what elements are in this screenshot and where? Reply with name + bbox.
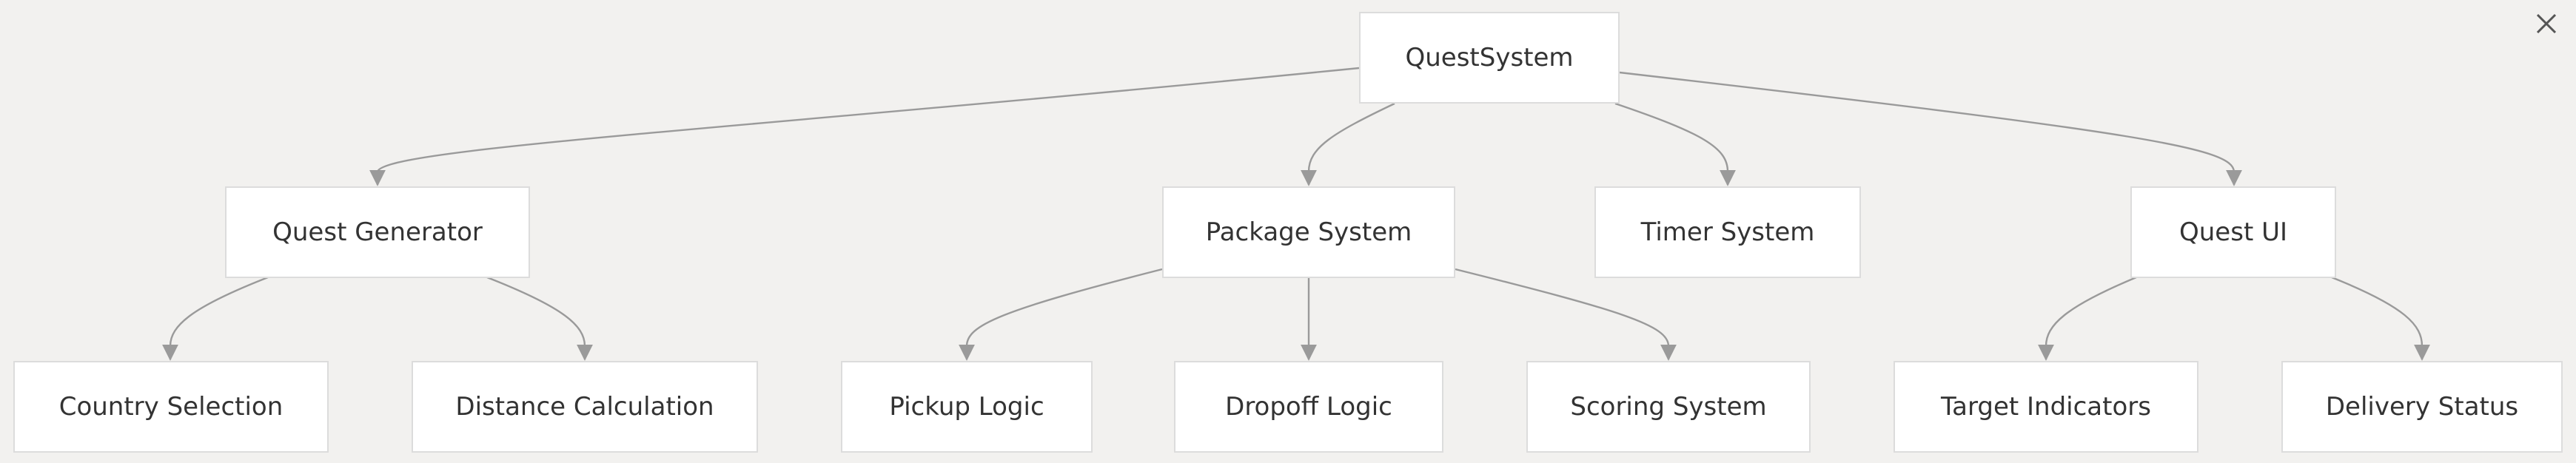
node-dropoff-logic[interactable]: Dropoff Logic (1174, 361, 1443, 453)
edge-packagesystem-pickuplogic (959, 268, 1163, 361)
edge-questsystem-timersystem (1614, 102, 1736, 186)
node-quest-ui[interactable]: Quest UI (2130, 186, 2336, 278)
node-timer-system[interactable]: Timer System (1594, 186, 1861, 278)
edge-questsystem-packagesystem (1301, 102, 1395, 186)
node-country-selection[interactable]: Country Selection (13, 361, 329, 453)
edge-questsystem-questui (1619, 71, 2242, 186)
edge-packagesystem-scoringsystem (1455, 268, 1677, 361)
node-delivery-status[interactable]: Delivery Status (2281, 361, 2563, 453)
node-quest-generator[interactable]: Quest Generator (225, 186, 530, 278)
edge-questgenerator-distancecalculation (486, 276, 593, 361)
node-pickup-logic[interactable]: Pickup Logic (841, 361, 1093, 453)
node-distance-calculation[interactable]: Distance Calculation (412, 361, 758, 453)
edge-questui-deliverystatus (2331, 276, 2430, 361)
node-package-system[interactable]: Package System (1162, 186, 1455, 278)
node-scoring-system[interactable]: Scoring System (1526, 361, 1811, 453)
node-questsystem[interactable]: QuestSystem (1359, 12, 1620, 104)
edge-questsystem-questgenerator (369, 67, 1360, 186)
edge-questgenerator-countryselection (162, 276, 269, 361)
close-icon[interactable] (2530, 7, 2563, 40)
node-target-indicators[interactable]: Target Indicators (1894, 361, 2198, 453)
edge-questui-targetindicators (2038, 276, 2137, 361)
